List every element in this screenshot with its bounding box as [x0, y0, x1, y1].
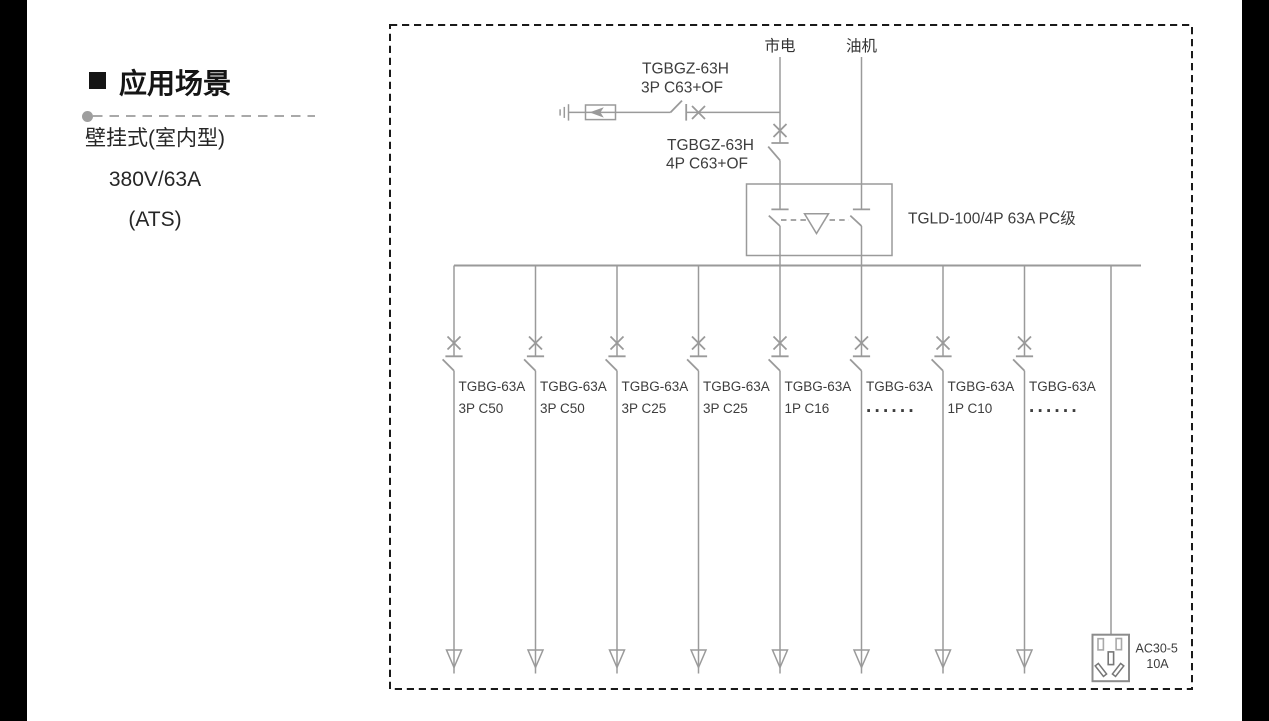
feeder-breaker-icon [523, 264, 545, 675]
feeder-spec: 3P C50 [459, 401, 504, 416]
feeder-spec: 3P C50 [540, 401, 585, 416]
spd-branch [559, 99, 780, 121]
breaker-3p-spec: 3P C63+OF [641, 80, 723, 97]
socket-rating-label: 10A [1146, 657, 1169, 671]
feeder-branch-1: TGBG-63A 3P C50 [441, 264, 526, 675]
feeder-breaker-icon [686, 264, 708, 675]
feeder-model: TGBG-63A [1029, 379, 1096, 394]
feeder-branch-8: TGBG-63A ...... [1012, 264, 1096, 675]
feeder-model: TGBG-63A [622, 379, 689, 394]
socket-icon [1091, 633, 1130, 683]
diagram-dashed-border [389, 24, 1193, 690]
feeder-breaker-icon [604, 264, 627, 675]
feeder-spec: 1P C16 [785, 401, 830, 416]
spd-arrester-icon [584, 104, 617, 121]
ground-icon [559, 104, 570, 121]
feeder-model: TGBG-63A [785, 379, 852, 394]
feeder-spec: 3P C25 [703, 401, 748, 416]
socket-branch: AC30-5 10A [1091, 265, 1178, 683]
feeder-branch-5: TGBG-63A 1P C16 [767, 264, 852, 675]
spec-line-rating: 380V/63A [108, 168, 202, 191]
feeder-breaker-icon [930, 264, 953, 675]
ats-linkage-triangle-icon [803, 212, 830, 235]
mains-incoming-line [767, 57, 789, 210]
divider-dot-icon [82, 111, 93, 122]
feeder-branch-2: TGBG-63A 3P C50 [523, 264, 607, 675]
generator-source-label: 油机 [846, 37, 878, 55]
divider-dashed-line [93, 115, 315, 117]
breaker-3p-model: TGBGZ-63H [642, 61, 729, 78]
mains-source-label: 市电 [764, 37, 795, 55]
feeder-breaker-icon [441, 264, 464, 675]
feeder-spec: 3P C25 [622, 401, 667, 416]
feeder-breaker-icon [767, 264, 790, 675]
feeder-spec: ...... [1029, 396, 1080, 417]
feeder-branch-3: TGBG-63A 3P C25 [604, 264, 689, 675]
feeder-branch-6: TGBG-63A ...... [849, 264, 933, 675]
ats-box [745, 183, 893, 257]
breaker-4p-model: TGBGZ-63H [667, 137, 754, 154]
feeder-model: TGBG-63A [948, 379, 1015, 394]
section-bullet-icon [89, 72, 106, 89]
incoming-breaker-3p-label: TGBGZ-63H 3P C63+OF [641, 61, 729, 97]
feeder-spec: ...... [866, 396, 917, 417]
right-black-bar [1242, 0, 1269, 721]
socket-model-label: AC30-5 [1136, 642, 1178, 656]
feeder-breaker-icon [1012, 264, 1034, 675]
ats-label: TGLD-100/4P 63A PC级 [908, 210, 1076, 228]
feeder-model: TGBG-63A [540, 379, 607, 394]
product-spec-lines: 壁挂式(室内型) 380V/63A (ATS) [80, 0, 230, 721]
feeder-spec: 1P C10 [948, 401, 993, 416]
ats-switch [745, 183, 893, 266]
feeder-model: TGBG-63A [459, 379, 526, 394]
feeder-branch-7: TGBG-63A 1P C10 [930, 264, 1015, 675]
feeder-model: TGBG-63A [866, 379, 933, 394]
left-black-bar [0, 0, 27, 721]
spec-line-ats: (ATS) [128, 208, 182, 231]
section-title: 应用场景 [119, 68, 232, 99]
feeder-breaker-icon [849, 264, 871, 675]
spec-line-mounting: 壁挂式(室内型) [85, 127, 225, 150]
incoming-breaker-4p-label: TGBGZ-63H 4P C63+OF [666, 137, 754, 173]
feeder-model: TGBG-63A [703, 379, 770, 394]
feeder-branch-4: TGBG-63A 3P C25 [686, 264, 770, 675]
intro-panel: 应用场景 壁挂式(室内型) 380V/63A (ATS) [0, 0, 360, 721]
breaker-4p-spec: 4P C63+OF [666, 156, 748, 173]
